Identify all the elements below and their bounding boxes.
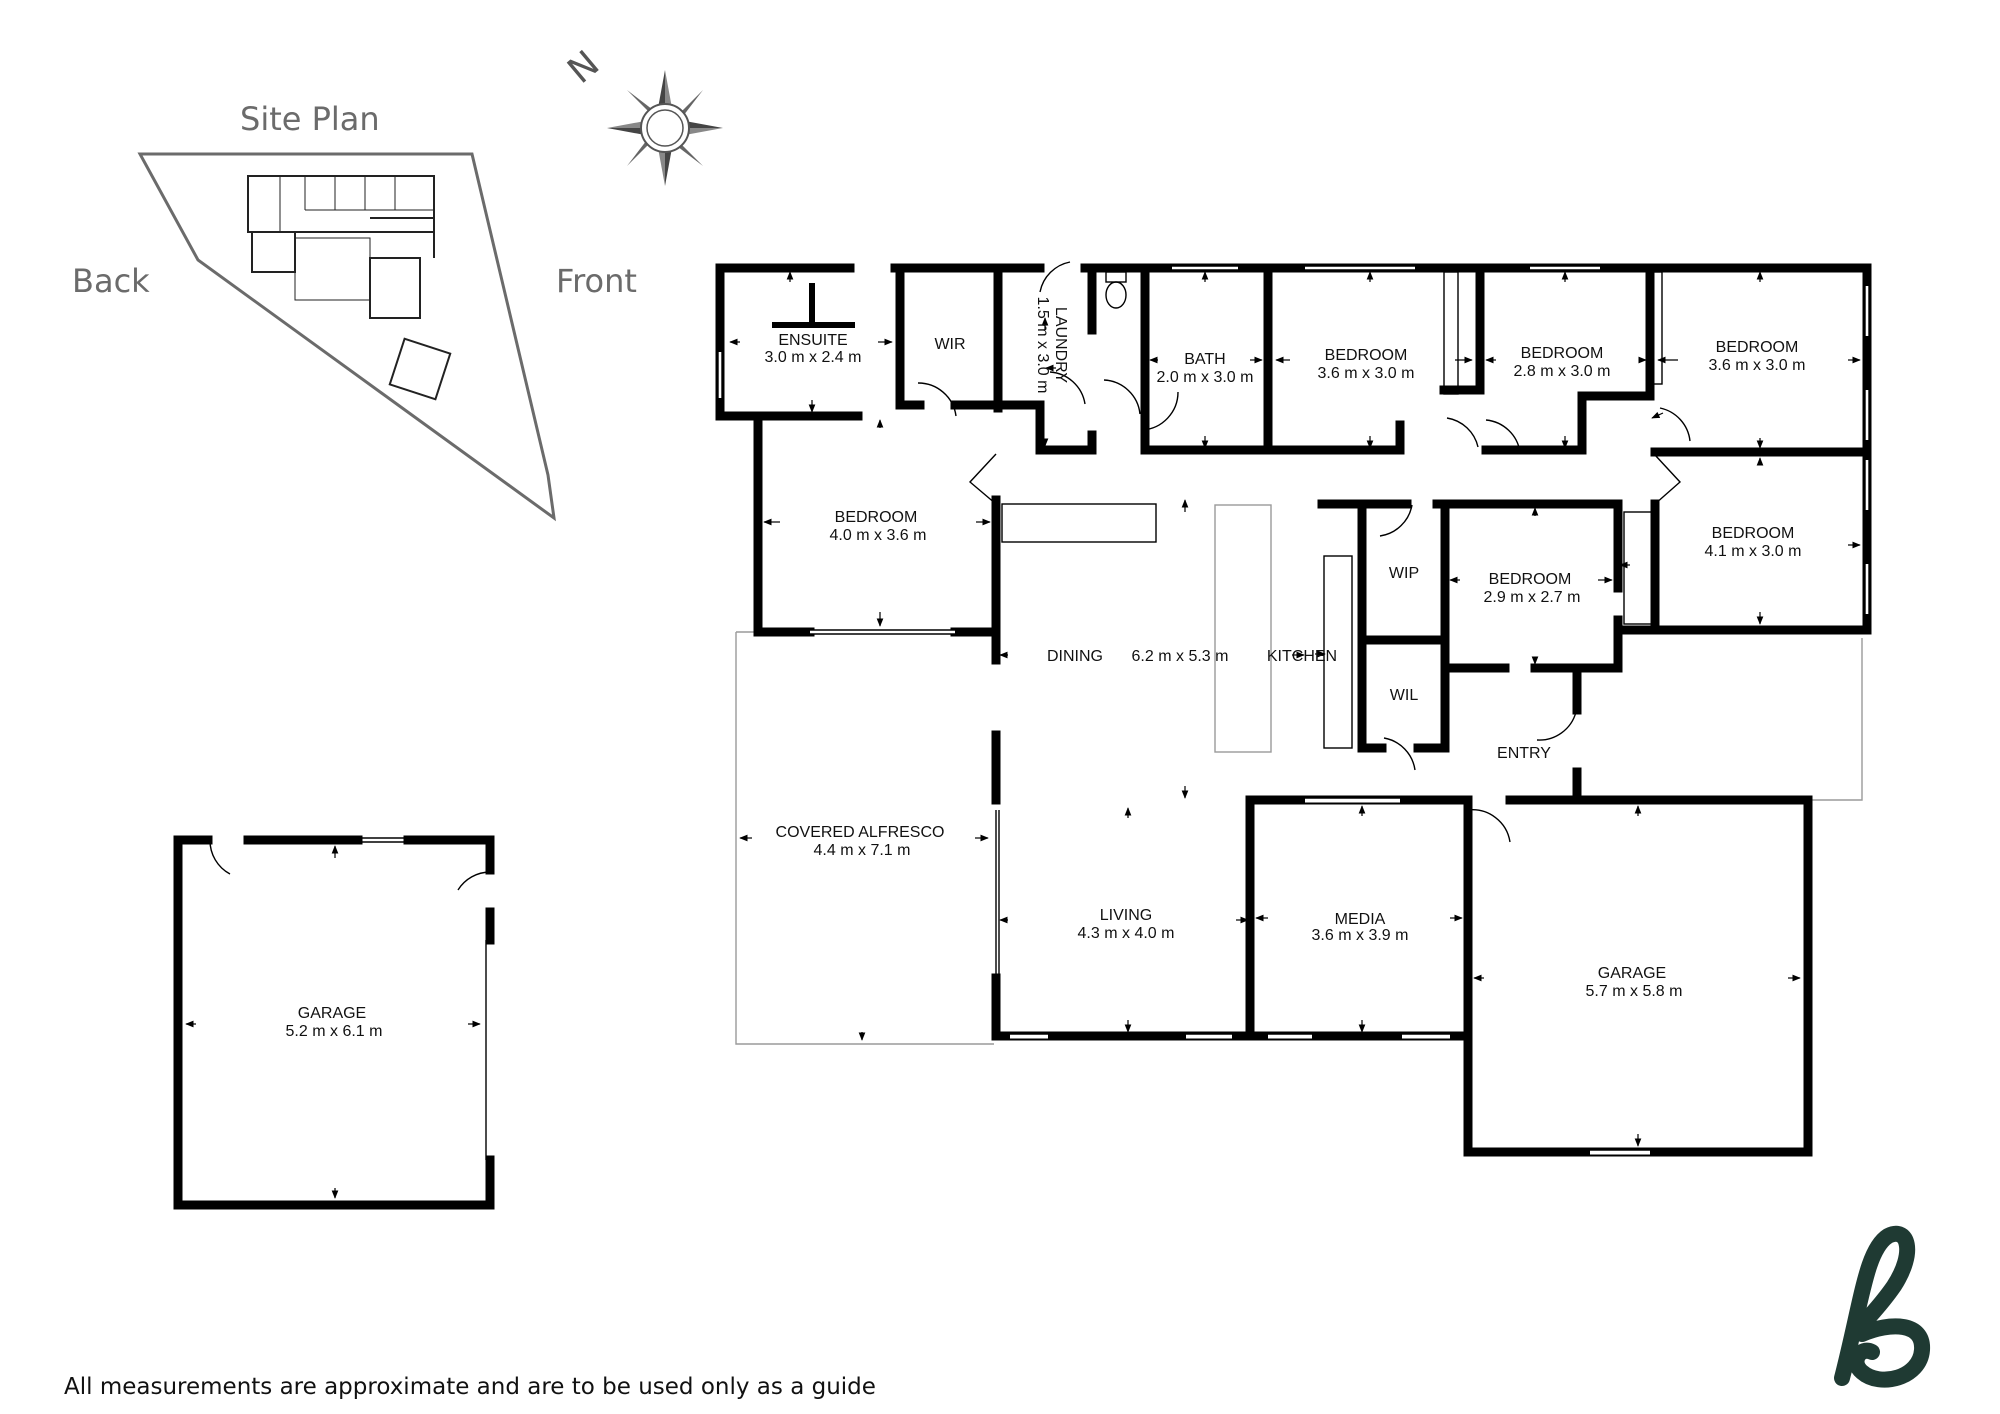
- bedroom-5-size: 4.1 m x 3.0 m: [1705, 543, 1802, 560]
- detached-garage: [173, 835, 495, 1210]
- wir-label: WIR: [934, 336, 965, 353]
- bedroom-4-size: 3.6 m x 3.0 m: [1709, 357, 1806, 374]
- laundry-size: 1.5 m x 3.0 m: [1034, 297, 1051, 394]
- wil-label: WIL: [1390, 687, 1419, 704]
- garage-detached-size: 5.2 m x 6.1 m: [286, 1023, 383, 1040]
- living-label: LIVING: [1100, 907, 1152, 924]
- site-plan: Site Plan Back Front: [72, 100, 637, 522]
- garage-detached-label: GARAGE: [298, 1005, 366, 1022]
- bedroom-6-size: 2.9 m x 2.7 m: [1484, 589, 1581, 606]
- site-plan-front-label: Front: [556, 262, 637, 300]
- bedroom-2-size: 3.6 m x 3.0 m: [1318, 365, 1415, 382]
- room-labels: ENSUITE 3.0 m x 2.4 m WIR LAUNDRY 1.5 m …: [286, 297, 1806, 1040]
- bedroom-2-label: BEDROOM: [1325, 347, 1408, 364]
- site-plan-back-label: Back: [72, 262, 150, 300]
- main-house-windows: [717, 265, 1870, 1155]
- garage-main-size: 5.7 m x 5.8 m: [1586, 983, 1683, 1000]
- site-boundary: [137, 152, 556, 522]
- bedroom-3-size: 2.8 m x 3.0 m: [1514, 363, 1611, 380]
- dining-kitchen-size: 6.2 m x 5.3 m: [1132, 648, 1229, 665]
- ensuite-label: ENSUITE: [778, 332, 847, 349]
- dimension-arrows: [185, 271, 1861, 1199]
- media-label: MEDIA: [1335, 911, 1386, 928]
- bath-label: BATH: [1184, 351, 1225, 368]
- main-house-walls: [715, 263, 1872, 1157]
- brand-b-logo-icon: [1834, 1226, 1930, 1388]
- bedroom-3-label: BEDROOM: [1521, 345, 1604, 362]
- wip-label: WIP: [1389, 565, 1419, 582]
- living-size: 4.3 m x 4.0 m: [1078, 925, 1175, 942]
- site-plan-garage-miniature: [388, 337, 452, 401]
- media-size: 3.6 m x 3.9 m: [1312, 927, 1409, 944]
- bedroom-master-size: 4.0 m x 3.6 m: [830, 527, 927, 544]
- compass-north-letter: N: [560, 43, 607, 92]
- alfresco-label: COVERED ALFRESCO: [776, 824, 945, 841]
- bath-size: 2.0 m x 3.0 m: [1157, 369, 1254, 386]
- ensuite-size: 3.0 m x 2.4 m: [765, 349, 862, 366]
- entry-label: ENTRY: [1497, 745, 1551, 762]
- disclaimer-text: All measurements are approximate and are…: [64, 1374, 876, 1400]
- alfresco-size: 4.4 m x 7.1 m: [814, 842, 911, 859]
- bedroom-4-label: BEDROOM: [1716, 339, 1799, 356]
- dining-label: DINING: [1047, 648, 1103, 665]
- site-plan-house-miniature: [247, 175, 435, 319]
- bedroom-master-label: BEDROOM: [835, 509, 918, 526]
- bedroom-5-label: BEDROOM: [1712, 525, 1795, 542]
- site-plan-title: Site Plan: [240, 100, 380, 138]
- laundry-label: LAUNDRY: [1052, 307, 1069, 384]
- garage-main-label: GARAGE: [1598, 965, 1666, 982]
- main-house-fixtures: [735, 261, 1863, 1045]
- bedroom-6-label: BEDROOM: [1489, 571, 1572, 588]
- kitchen-label: KITCHEN: [1267, 648, 1337, 665]
- compass-rose-icon: N: [560, 43, 723, 186]
